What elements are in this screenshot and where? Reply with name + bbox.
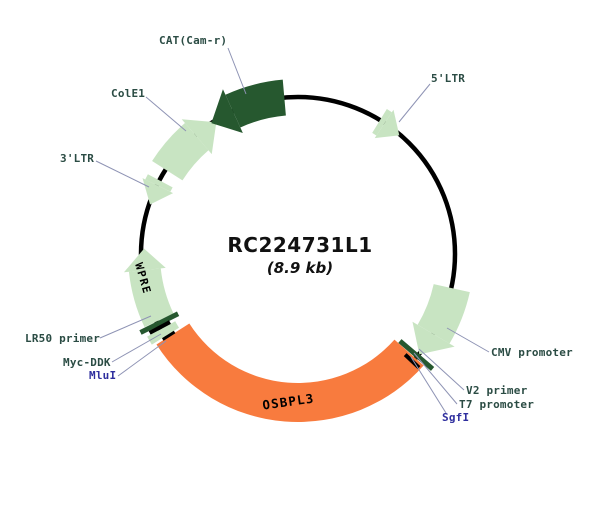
cat-camr-arrow-body [225, 79, 286, 128]
leader-line-t7 [413, 352, 458, 405]
ltr3-arrow-body [145, 174, 173, 192]
ltr5-arrow-head [374, 109, 400, 139]
cole1-arrow-body [152, 123, 209, 181]
label-cat-camr: CAT(Cam-r) [159, 34, 228, 47]
myc-ddk-segment [147, 321, 180, 345]
wpre-base-slash [139, 311, 180, 335]
label-cole1: ColE1 [111, 87, 146, 100]
ltr3-arrow-head [142, 178, 174, 205]
leader-line-ltr5 [398, 83, 431, 123]
plasmid-size: (8.9 kb) [266, 259, 334, 277]
leader-line-v2 [418, 348, 465, 391]
label-mlui: MluI [89, 369, 117, 382]
label-v2-primer: V2 primer [466, 384, 528, 397]
label-t7-promoter: T7 promoter [459, 398, 535, 411]
leader-line-ltr3 [95, 160, 150, 188]
cmv-promoter-arrow-head [412, 321, 455, 355]
mlui-site [161, 330, 176, 341]
label-lr50-primer: LR50 primer [25, 332, 101, 345]
ltr5-arrow-body [372, 109, 392, 136]
label-5ltr: 5'LTR [431, 72, 466, 85]
leader-line-mlui [117, 340, 167, 377]
label-sgfi: SgfI [442, 411, 470, 424]
leader-line-cole1 [145, 96, 187, 132]
leader-line-sgfi [410, 356, 447, 414]
leader-line-cat [227, 47, 247, 95]
wpre-arrow-head [123, 248, 166, 273]
cole1-arrow-head [181, 119, 217, 155]
cmv-promoter-arrow-body [417, 284, 470, 344]
plasmid-title-block: RC224731L1 (8.9 kb) [0, 235, 600, 277]
cat-camr-arrow-head [211, 89, 243, 133]
arc-label-osbpl3: OSBPL3 [261, 390, 315, 412]
leader-line-lr50 [99, 315, 152, 339]
label-cmv-promoter: CMV promoter [491, 346, 573, 359]
label-3ltr: 3'LTR [60, 152, 95, 165]
lr50-mark [148, 320, 171, 335]
wpre-arrow-body [128, 268, 174, 328]
leader-line-mycddk [111, 333, 162, 363]
osbpl3-orf [156, 323, 424, 423]
leader-line-cmv [446, 327, 490, 353]
plasmid-name: RC224731L1 [227, 233, 373, 257]
label-myc-ddk: Myc-DDK [63, 356, 111, 369]
